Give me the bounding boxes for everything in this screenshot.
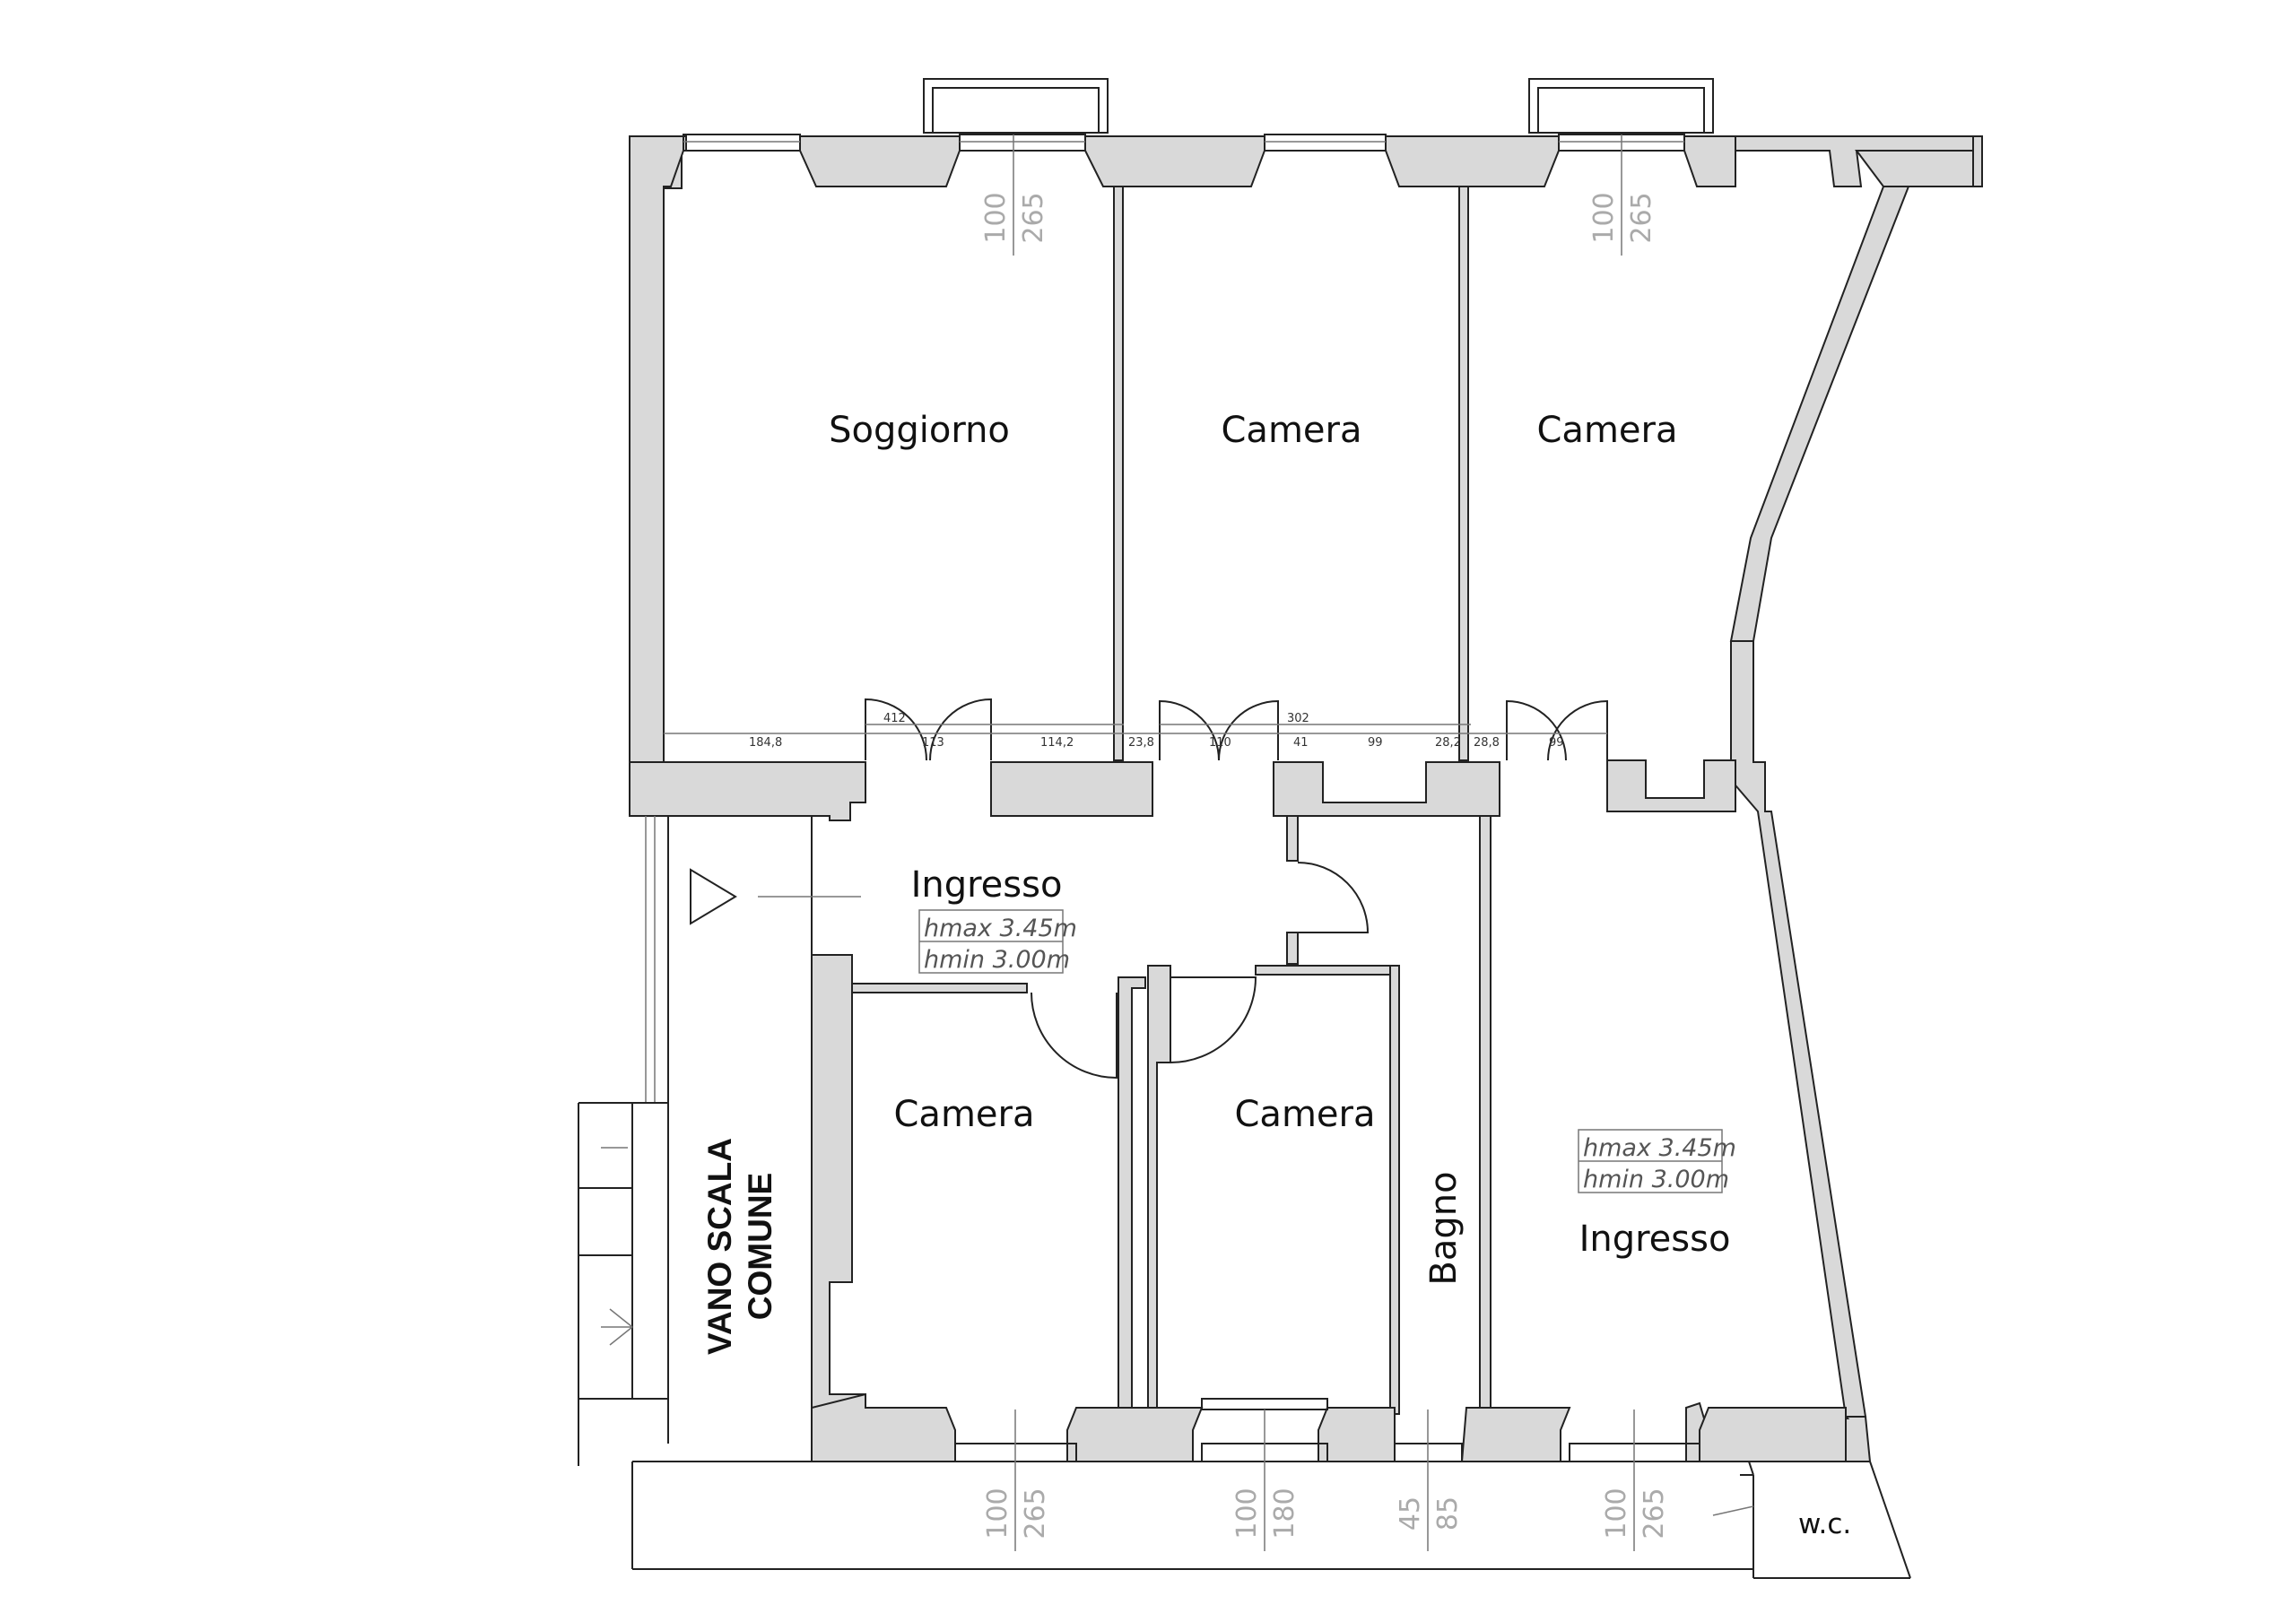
opening-top-right-width: 100 (1588, 192, 1620, 243)
room-labels: Soggiorno Camera Camera Ingresso Camera … (829, 410, 1730, 1286)
height-box-center: hmax 3.45m hmin 3.00m (918, 909, 1077, 974)
opening-top-right-height: 265 (1626, 192, 1657, 243)
opening-bottom-2-width: 100 (1231, 1488, 1263, 1539)
opening-bottom-3-width: 45 (1395, 1496, 1426, 1531)
dim-41: 41 (1293, 736, 1309, 750)
stair-area: VANO SCALA COMUNE (578, 816, 861, 1466)
room-label-camera-bottom-left: Camera (894, 1094, 1035, 1135)
stair-label-line1: VANO SCALA (701, 1138, 738, 1355)
room-label-camera-top-mid: Camera (1222, 410, 1362, 451)
opening-top-left-height: 265 (1018, 192, 1049, 243)
height-center-hmax: hmax 3.45m (924, 915, 1077, 942)
room-label-ingresso-right: Ingresso (1579, 1219, 1731, 1260)
dim-23-8: 23,8 (1128, 736, 1154, 750)
height-right-hmin: hmin 3.00m (1583, 1166, 1729, 1193)
dim-28-8: 28,8 (1474, 736, 1500, 750)
opening-top-left-width: 100 (980, 192, 1012, 243)
doors (865, 698, 1608, 1080)
room-label-camera-top-right: Camera (1537, 410, 1678, 451)
height-right-hmax: hmax 3.45m (1583, 1134, 1736, 1162)
room-label-soggiorno: Soggiorno (829, 410, 1010, 451)
opening-bottom-2-height: 180 (1269, 1488, 1300, 1539)
opening-bottom-3-height: 85 (1432, 1496, 1464, 1531)
height-box-right: hmax 3.45m hmin 3.00m (1578, 1129, 1736, 1193)
wc-label: w.c. (1798, 1508, 1851, 1540)
room-label-bagno: Bagno (1423, 1171, 1465, 1285)
dim-114-2: 114,2 (1040, 736, 1074, 750)
dim-412: 412 (883, 712, 906, 725)
interior-walls (811, 186, 1847, 1462)
dim-302: 302 (1287, 712, 1309, 725)
stair-label-line2: COMUNE (742, 1173, 778, 1320)
dim-99-b: 99 (1549, 736, 1564, 750)
opening-bottom-1-width: 100 (982, 1488, 1013, 1539)
dimension-line: 184,8 412 113 114,2 23,8 110 302 41 99 2… (664, 712, 1607, 750)
dim-110: 110 (1209, 736, 1231, 750)
opening-bottom-4-height: 265 (1639, 1488, 1670, 1539)
height-center-hmin: hmin 3.00m (924, 946, 1070, 974)
opening-bottom-4-width: 100 (1601, 1488, 1632, 1539)
dim-99-a: 99 (1368, 736, 1383, 750)
dim-184-8: 184,8 (749, 736, 782, 750)
room-label-camera-bottom-mid: Camera (1235, 1094, 1376, 1135)
room-label-ingresso-center: Ingresso (911, 864, 1063, 906)
opening-bottom-1-height: 265 (1020, 1488, 1051, 1539)
balconies-top (923, 78, 1714, 134)
dim-113: 113 (922, 736, 944, 750)
opening-labels: 100 265 100 265 100 265 100 180 45 85 10… (980, 134, 1670, 1551)
dim-28-2: 28,2 (1435, 736, 1461, 750)
